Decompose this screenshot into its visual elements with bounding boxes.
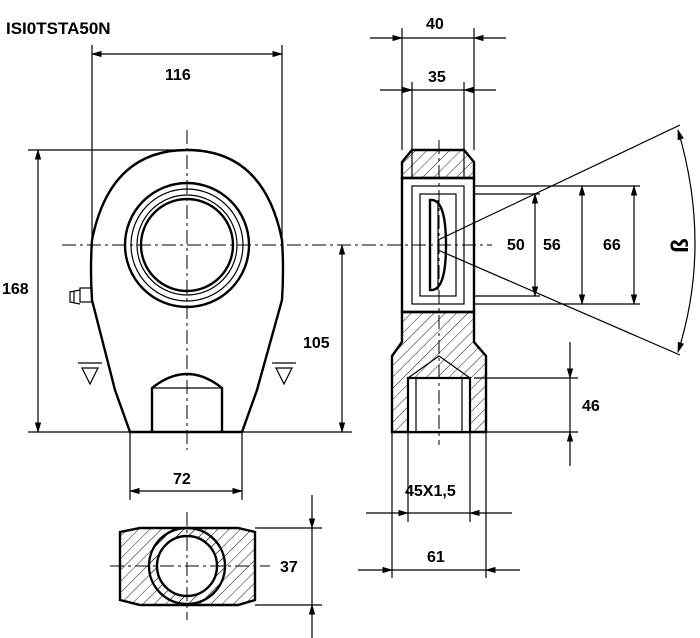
dimension-50-label: 50	[507, 237, 525, 254]
dimension-35-label: 35	[428, 69, 446, 86]
surface-symbol-left	[78, 362, 102, 386]
dimension-35: 35	[380, 69, 496, 178]
dimension-105-label: 105	[303, 335, 330, 352]
dimension-40-label: 40	[426, 16, 444, 33]
front-view	[62, 130, 492, 450]
dimension-46-label: 46	[582, 398, 600, 415]
dimension-61-label: 61	[427, 549, 445, 566]
dimension-40: 40	[370, 16, 506, 150]
dimension-105: 105	[242, 243, 352, 434]
surface-symbol-right	[272, 362, 296, 386]
dimension-61: 61	[358, 432, 520, 578]
part-code-label: ISI0TSTA50N	[6, 19, 111, 38]
dimension-37-label: 37	[280, 559, 298, 576]
dimension-45x1-5: 45X1,5	[366, 432, 512, 522]
dimension-116: 116	[90, 45, 284, 240]
dimension-66-label: 66	[603, 237, 621, 254]
angle-beta-label: ß	[667, 238, 694, 253]
grease-nipple	[69, 287, 93, 305]
section-view	[110, 512, 270, 620]
dimension-66: 66	[603, 184, 638, 306]
dimension-45x1-5-label: 45X1,5	[405, 483, 456, 500]
dimension-72: 72	[128, 432, 244, 500]
dimension-50: 50	[507, 192, 539, 298]
dimension-116-label: 116	[165, 67, 191, 84]
dimension-37: 37	[255, 495, 322, 638]
side-view	[390, 124, 696, 445]
dimension-72-label: 72	[173, 471, 191, 488]
dimension-168: 168	[2, 148, 187, 434]
dimension-56: 56	[543, 184, 586, 306]
dimension-168-label: 168	[2, 281, 29, 298]
dimension-46: 46	[474, 342, 600, 466]
dimension-56-label: 56	[543, 237, 561, 254]
